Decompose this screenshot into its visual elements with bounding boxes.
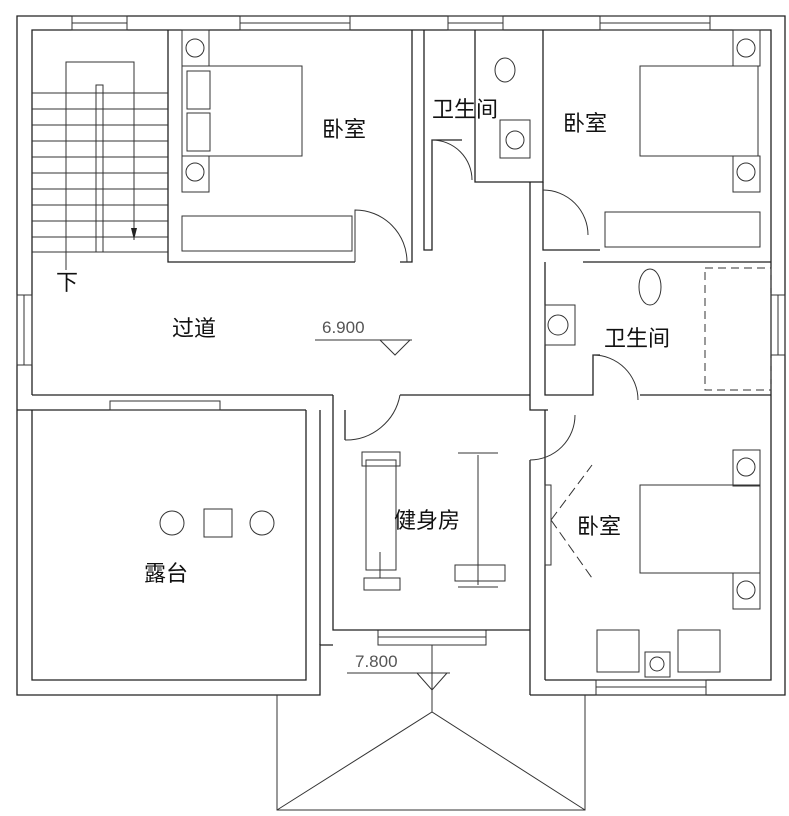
porch-roof	[276, 645, 586, 811]
label-bedroom-se: 卧室	[577, 515, 621, 540]
interior-walls	[167, 30, 771, 695]
staircase	[32, 61, 168, 270]
label-corridor: 过道	[172, 317, 216, 342]
bed-se	[544, 449, 761, 678]
elevation-marker-roof	[347, 672, 450, 691]
elevation-roof-value: 7.800	[355, 652, 398, 671]
bed-ne	[639, 29, 761, 193]
label-bathroom-n: 卫生间	[432, 98, 498, 123]
terrace-table-set	[159, 508, 275, 538]
bath-fixtures	[494, 57, 772, 391]
gym-equipment	[361, 451, 506, 591]
label-bedroom-nw: 卧室	[322, 118, 366, 143]
label-gym: 健身房	[394, 509, 460, 534]
label-stair-down: 下	[56, 271, 78, 296]
wardrobe-ne	[604, 211, 761, 248]
elevation-marker-floor	[315, 339, 412, 356]
label-terrace: 露台	[144, 562, 188, 587]
wardrobe-nw	[181, 215, 353, 252]
elevation-floor-value: 6.900	[322, 318, 365, 337]
doors	[344, 139, 639, 461]
label-bathroom-e: 卫生间	[604, 327, 670, 352]
label-bedroom-ne: 卧室	[563, 112, 607, 137]
outer-walls	[16, 15, 786, 696]
windows	[16, 15, 786, 696]
bed-nw	[181, 29, 303, 193]
terrace-railing	[109, 400, 221, 411]
